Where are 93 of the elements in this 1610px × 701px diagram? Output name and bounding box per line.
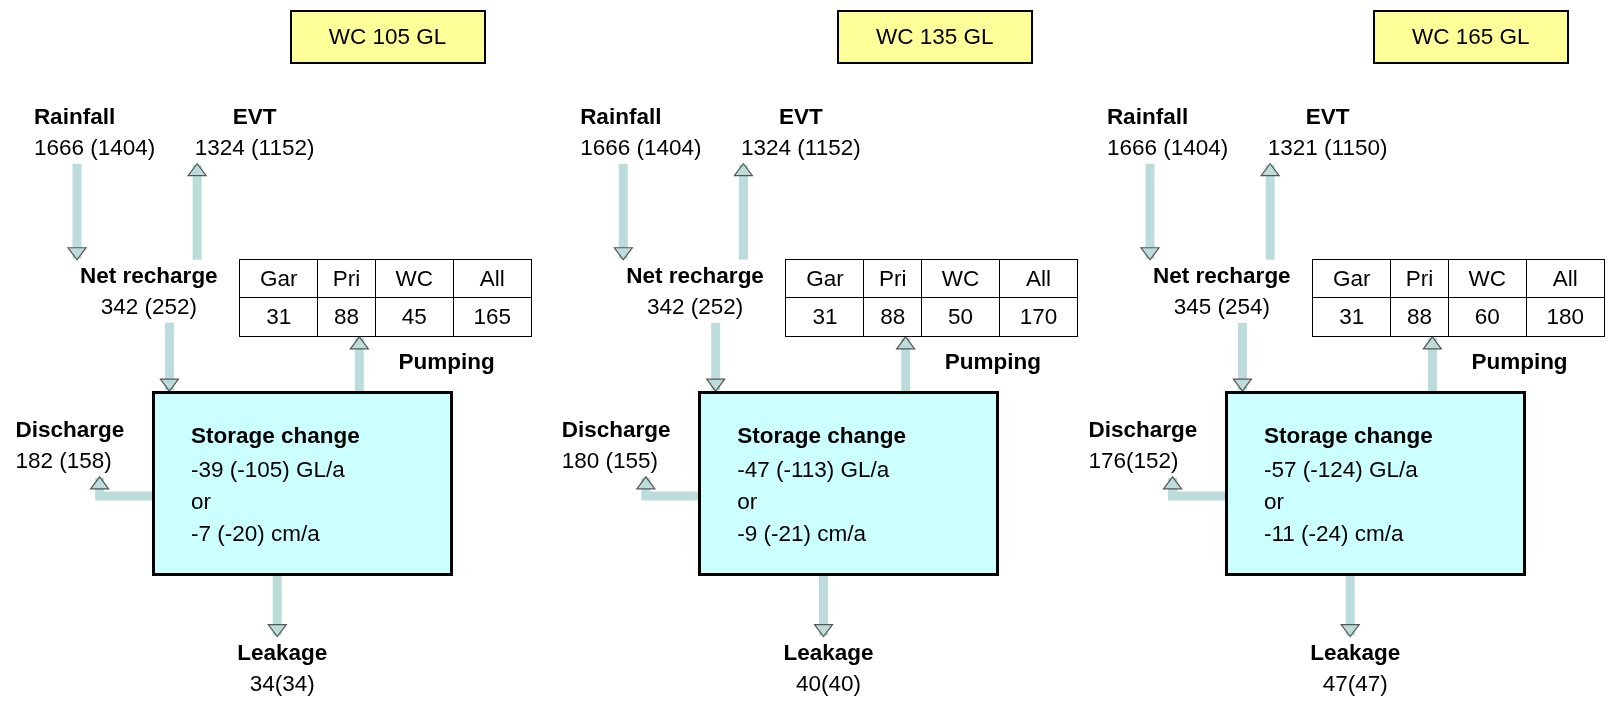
flow-arrow bbox=[1163, 476, 1225, 501]
table-cell: 50 bbox=[921, 297, 1000, 337]
flux-heading: Rainfall bbox=[33, 102, 117, 131]
flux-heading: EVT bbox=[1304, 102, 1351, 131]
flow-arrow bbox=[1232, 322, 1252, 392]
storage-value: -39 (-105) GL/a bbox=[190, 456, 346, 485]
table-cell: 31 bbox=[1312, 297, 1391, 337]
storage-value: -57 (-124) GL/a bbox=[1263, 456, 1419, 485]
table-header-cell: Pri bbox=[863, 259, 922, 298]
table-header-cell: Gar bbox=[786, 259, 864, 298]
flux-heading: Discharge bbox=[15, 415, 126, 444]
flux-heading: Discharge bbox=[561, 415, 672, 444]
table-header-cell: WC bbox=[375, 259, 454, 298]
flux-heading: Rainfall bbox=[580, 102, 663, 131]
flux-value: 1666 (1404) bbox=[580, 134, 703, 163]
flux-heading: Rainfall bbox=[1106, 102, 1190, 131]
table-cell: 31 bbox=[786, 297, 864, 337]
table-cell: 60 bbox=[1448, 297, 1527, 337]
flux-value: 47(47) bbox=[1321, 670, 1389, 699]
box-heading: Storage change bbox=[1263, 422, 1434, 451]
table-cell: 88 bbox=[317, 297, 376, 337]
table-header-cell: Gar bbox=[1312, 259, 1391, 298]
scenario-title-box: WC 105 GL bbox=[289, 10, 486, 64]
flux-heading: Pumping bbox=[398, 349, 495, 376]
flow-arrow bbox=[187, 163, 207, 260]
table-cell: 88 bbox=[863, 297, 922, 337]
storage-value: -7 (-20) cm/a bbox=[190, 520, 321, 548]
scenario-title-box: WC 165 GL bbox=[1372, 10, 1569, 64]
flux-heading: Discharge bbox=[1088, 415, 1199, 444]
box-heading: Storage change bbox=[190, 422, 361, 451]
flux-value: 1666 (1404) bbox=[1106, 134, 1230, 163]
flux-heading: EVT bbox=[231, 102, 278, 131]
table-cell: 88 bbox=[1390, 297, 1449, 337]
scenario-title-box: WC 135 GL bbox=[836, 10, 1033, 64]
flux-value: 34(34) bbox=[248, 670, 316, 699]
flux-heading: EVT bbox=[778, 102, 824, 131]
flux-heading: Leakage bbox=[1309, 638, 1402, 667]
flux-value: 180 (155) bbox=[561, 447, 659, 476]
flow-arrow bbox=[1260, 163, 1280, 260]
flow-arrow bbox=[706, 322, 726, 392]
flux-value: 345 (254) bbox=[1172, 293, 1272, 322]
flow-arrow bbox=[159, 322, 179, 392]
flux-heading: Pumping bbox=[1471, 349, 1568, 376]
storage-change-box bbox=[698, 391, 1000, 576]
table-header-cell: Gar bbox=[239, 259, 318, 298]
table-header-cell: All bbox=[999, 259, 1078, 298]
flow-arrow bbox=[636, 476, 699, 501]
box-heading: Storage change bbox=[737, 422, 907, 451]
flux-value: 342 (252) bbox=[645, 293, 745, 322]
flux-value: 182 (158) bbox=[15, 447, 113, 476]
table-cell: 170 bbox=[999, 297, 1078, 337]
flow-arrow bbox=[813, 576, 834, 638]
flow-arrow bbox=[90, 476, 152, 501]
storage-value: or bbox=[190, 488, 212, 517]
storage-value: or bbox=[1263, 488, 1285, 517]
storage-value: -11 (-24) cm/a bbox=[1263, 520, 1405, 548]
flux-value: 1321 (1150) bbox=[1266, 134, 1389, 163]
flux-value: 1666 (1404) bbox=[33, 134, 157, 163]
flux-heading: Net recharge bbox=[1152, 261, 1292, 290]
flux-heading: Leakage bbox=[782, 638, 875, 667]
flow-arrow bbox=[896, 336, 916, 392]
storage-change-box bbox=[151, 391, 453, 576]
table-header-cell: WC bbox=[921, 259, 1000, 298]
table-header-cell: All bbox=[453, 259, 532, 298]
flow-arrow bbox=[733, 163, 753, 260]
flux-heading: Leakage bbox=[236, 638, 329, 667]
flux-value: 40(40) bbox=[795, 670, 863, 699]
flow-arrow bbox=[1340, 576, 1360, 638]
storage-value: -47 (-113) GL/a bbox=[737, 456, 891, 485]
table-header-cell: Pri bbox=[1390, 259, 1449, 298]
flow-arrow bbox=[1140, 163, 1160, 261]
table-header-cell: WC bbox=[1448, 259, 1527, 298]
flux-value: 176(152) bbox=[1088, 447, 1180, 476]
flux-heading: Net recharge bbox=[79, 261, 219, 290]
table-header-cell: Pri bbox=[317, 259, 376, 298]
flow-arrow bbox=[613, 163, 633, 261]
table-header-cell: All bbox=[1526, 259, 1605, 298]
flux-heading: Pumping bbox=[944, 349, 1041, 376]
table-cell: 180 bbox=[1526, 297, 1605, 337]
flow-arrow bbox=[349, 336, 369, 392]
flow-arrow bbox=[267, 576, 287, 638]
storage-value: or bbox=[737, 488, 759, 517]
flow-arrow bbox=[1422, 336, 1442, 392]
storage-change-box bbox=[1224, 391, 1526, 576]
flux-value: 342 (252) bbox=[99, 293, 199, 322]
flux-value: 1324 (1152) bbox=[740, 134, 862, 163]
table-cell: 165 bbox=[453, 297, 532, 337]
table-cell: 45 bbox=[375, 297, 454, 337]
flux-value: 1324 (1152) bbox=[193, 134, 316, 163]
storage-value: -9 (-21) cm/a bbox=[737, 520, 867, 548]
flux-heading: Net recharge bbox=[625, 261, 765, 290]
flow-arrow bbox=[67, 163, 87, 261]
table-cell: 31 bbox=[239, 297, 318, 337]
